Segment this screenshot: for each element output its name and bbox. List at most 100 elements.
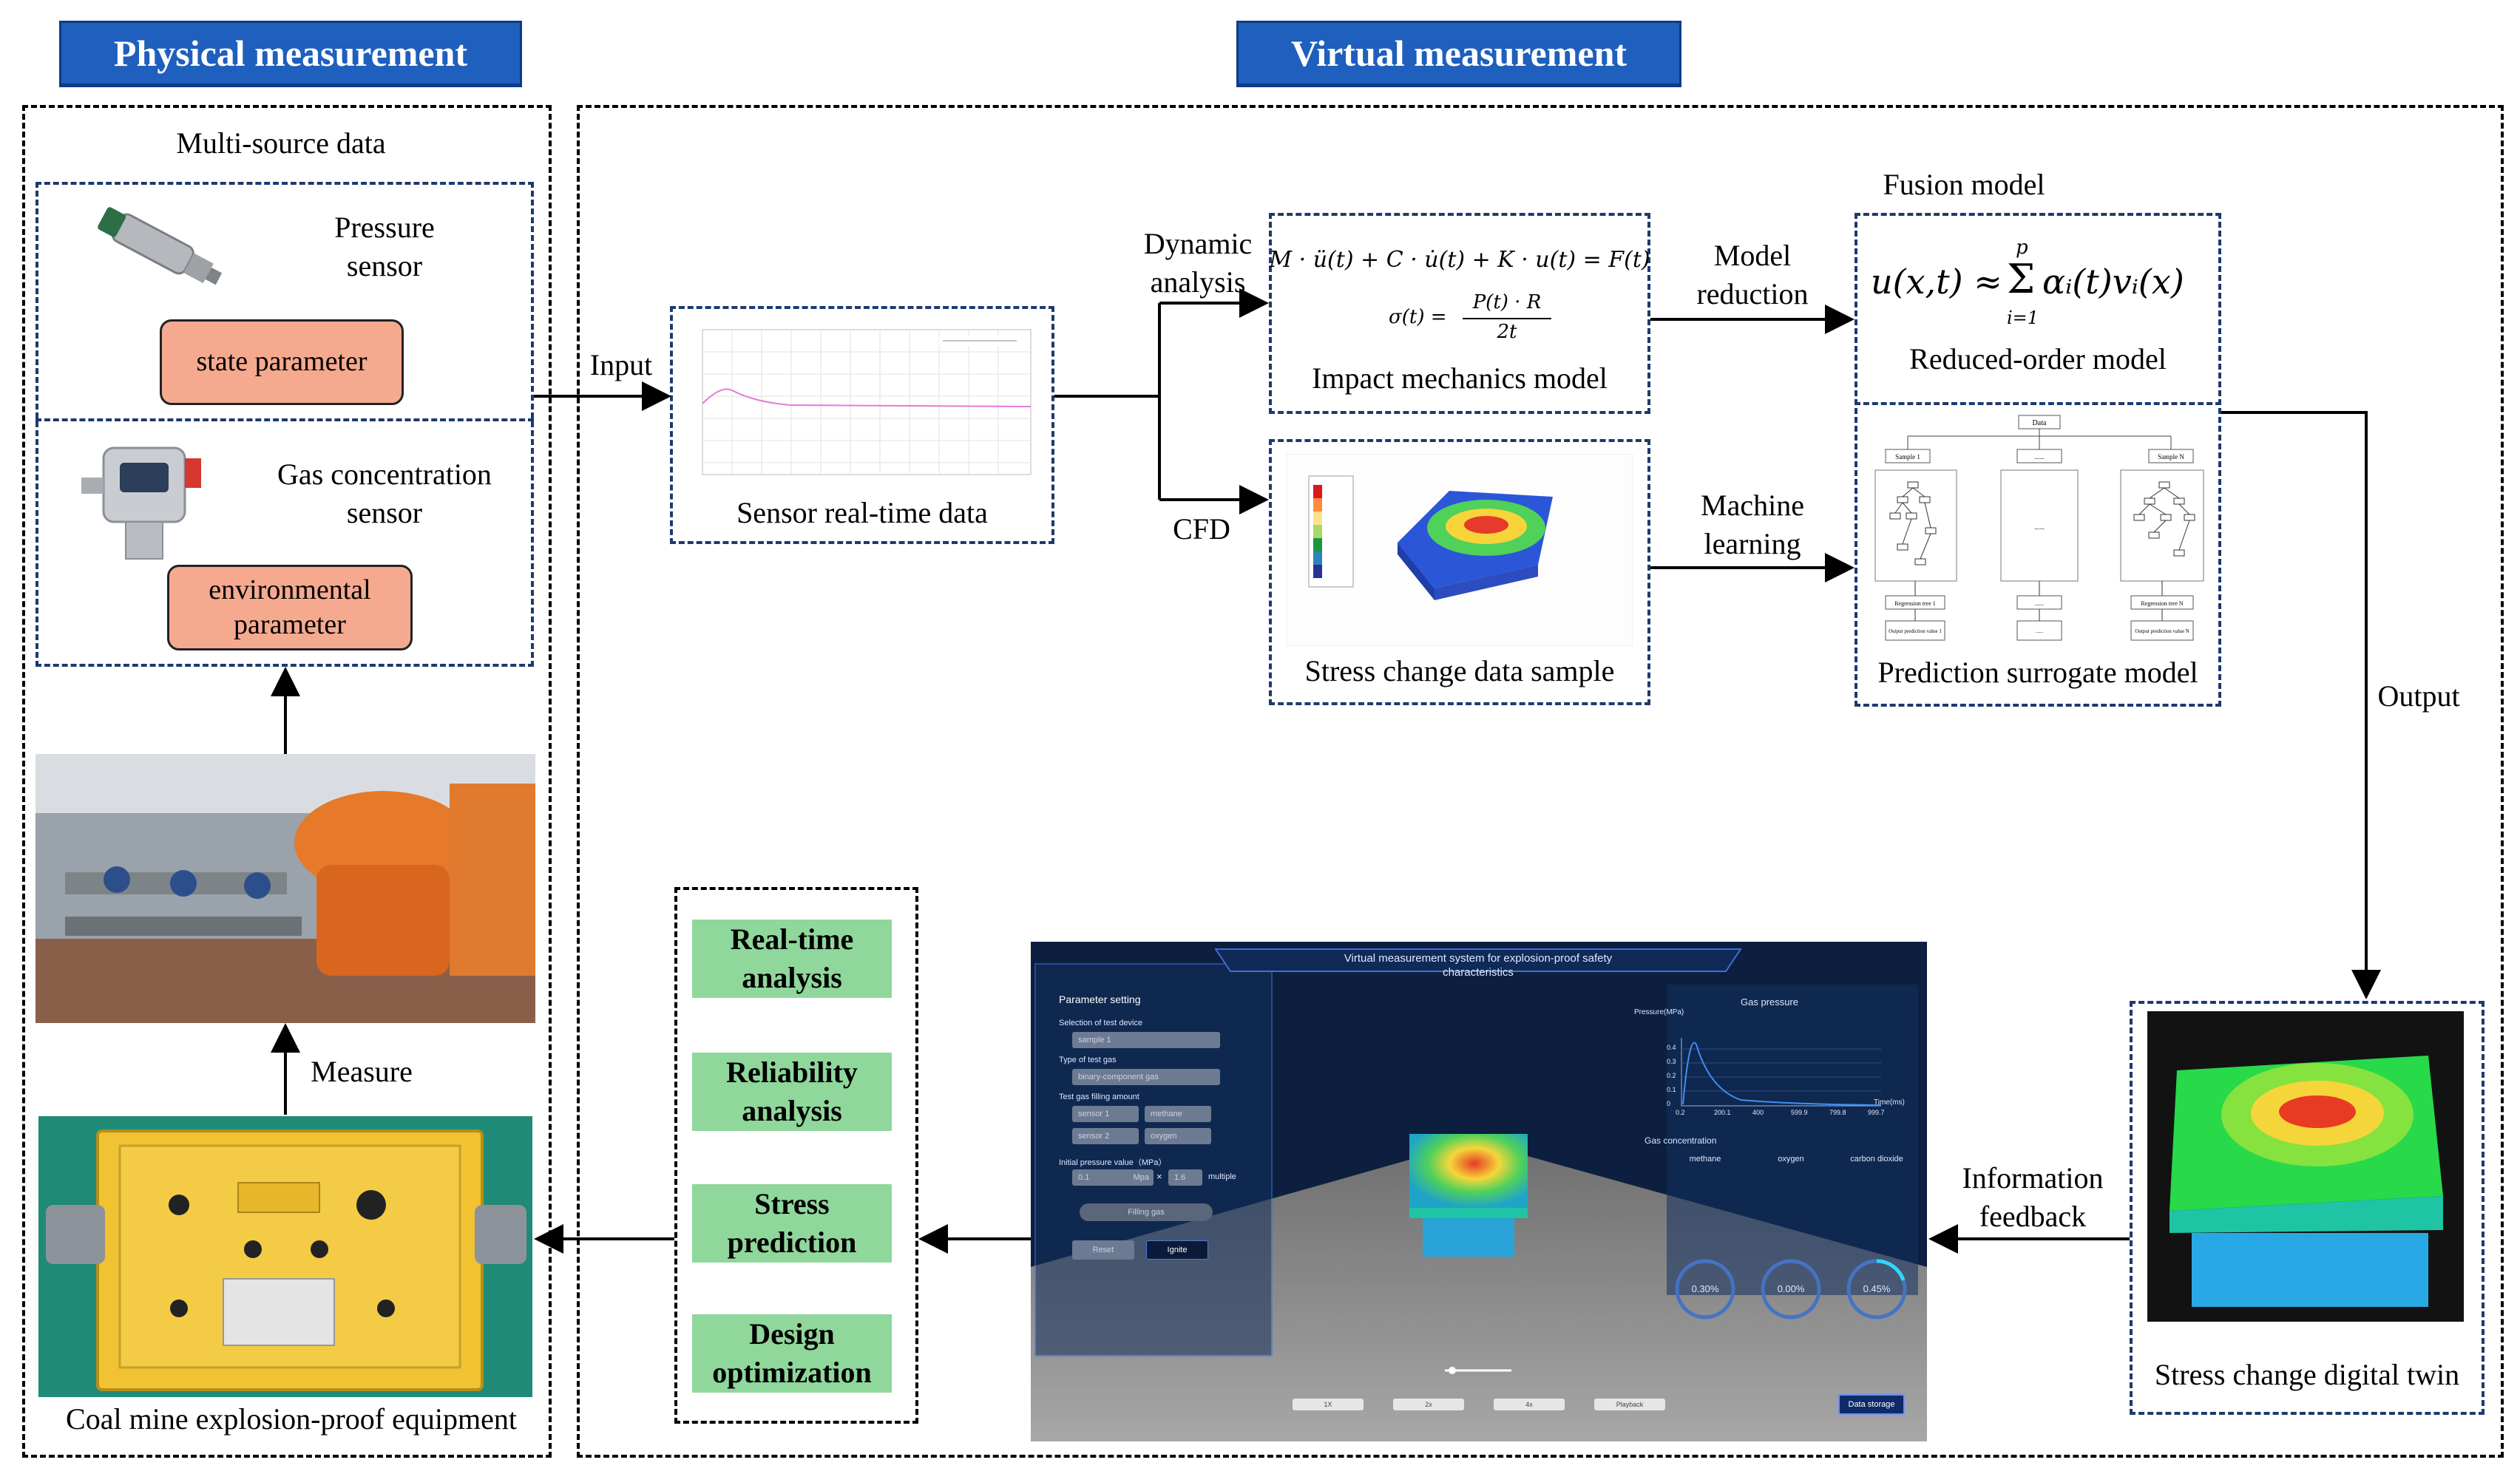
reduced-model-label: Reduced-order model bbox=[1909, 342, 2167, 376]
sensor-data-chart bbox=[688, 322, 1038, 485]
tree-sample-dots: ...... bbox=[2034, 453, 2045, 461]
impact-model-box bbox=[1269, 213, 1650, 414]
ui-playback-button[interactable]: Playback bbox=[1594, 1399, 1665, 1410]
ui-x-tick: 999.7 bbox=[1868, 1109, 1885, 1116]
digital-twin-label: Stress change digital twin bbox=[2154, 1358, 2460, 1391]
ui-multiple-input[interactable]: 1.6 bbox=[1168, 1169, 1202, 1186]
measure-label: Measure bbox=[311, 1055, 413, 1088]
fusion-equation-rhs: αᵢ(t)vᵢ(x) bbox=[2042, 262, 2184, 302]
stress-sample-label: Stress change data sample bbox=[1304, 654, 1615, 687]
ui-gas-concentration-title: Gas concentration bbox=[1645, 1135, 1717, 1146]
ui-oxygen-value: 0.00% bbox=[1777, 1283, 1805, 1294]
multi-source-box bbox=[35, 182, 534, 667]
digital-twin-image bbox=[2147, 1011, 2464, 1322]
sensor-data-box bbox=[670, 306, 1054, 544]
test-rig-photo bbox=[35, 754, 535, 1023]
ui-device-select[interactable]: sample 1 bbox=[1072, 1032, 1220, 1048]
ui-methane-field[interactable]: methane bbox=[1145, 1106, 1211, 1122]
surrogate-model-label: Prediction surrogate model bbox=[1877, 656, 2198, 689]
ui-sensor1-field[interactable]: sensor 1 bbox=[1072, 1106, 1139, 1122]
multi-source-label: Multi-source data bbox=[176, 126, 386, 160]
tree-out-1: Output prediction value 1 bbox=[1889, 628, 1942, 634]
fusion-equation-sup: p bbox=[2016, 237, 2028, 259]
ui-gas-type-select[interactable]: binary-component gas bbox=[1072, 1069, 1220, 1085]
ui-initial-pressure-label: Initial pressure value（MPa） bbox=[1059, 1158, 1167, 1167]
ui-ignite-button[interactable]: Ignite bbox=[1146, 1240, 1208, 1260]
ui-pressure-unit: Mpa bbox=[1133, 1173, 1149, 1182]
dynamic-analysis-label: Dynamic analysis bbox=[1143, 227, 1253, 299]
fusion-divider bbox=[1855, 402, 2221, 405]
equipment-photo bbox=[38, 1116, 532, 1397]
ui-times-sign: × bbox=[1156, 1171, 1162, 1182]
tree-middle-dots: ...... bbox=[2034, 523, 2045, 531]
virtual-measurement-header: Virtual measurement bbox=[1236, 21, 1681, 86]
tree-out-n: Output prediction value N bbox=[2135, 628, 2189, 634]
virtual-panel bbox=[577, 105, 2504, 1458]
ui-param-setting: Parameter setting bbox=[1059, 993, 1141, 1005]
ui-speed-4x-button[interactable]: 4x bbox=[1494, 1399, 1565, 1410]
stress-sample-image bbox=[1286, 453, 1633, 647]
tree-root-label: Data bbox=[2033, 419, 2047, 427]
ui-speed-1x-button[interactable]: 1X bbox=[1293, 1399, 1364, 1410]
ui-multiple-label: multiple bbox=[1208, 1172, 1236, 1181]
physical-panel bbox=[22, 105, 552, 1458]
tree-sample-1: Sample 1 bbox=[1895, 453, 1920, 461]
ui-data-storage-button[interactable]: Data storage bbox=[1838, 1394, 1905, 1415]
ui-title: Virtual measurement system for explosion… bbox=[1344, 952, 1613, 979]
machine-learning-label: Machine learning bbox=[1701, 489, 1804, 560]
ui-speed-2x-button[interactable]: 2x bbox=[1393, 1399, 1464, 1410]
equation-stress-den: 2t bbox=[1497, 321, 1517, 343]
pressure-sensor-label: Pressure sensor bbox=[334, 211, 435, 282]
ui-sensor2-field[interactable]: sensor 2 bbox=[1072, 1128, 1139, 1144]
fusion-equation-sub: i=1 bbox=[2007, 308, 2039, 328]
impact-model-label: Impact mechanics model bbox=[1312, 361, 1608, 395]
app-realtime-analysis: Real-time analysis bbox=[692, 920, 892, 998]
ui-oxygen-field[interactable]: oxygen bbox=[1145, 1128, 1211, 1144]
ui-conc-oxygen-label: oxygen bbox=[1778, 1155, 1804, 1163]
ui-filling-amount-label: Test gas filling amount bbox=[1059, 1093, 1139, 1101]
equipment-label: Coal mine explosion-proof equipment bbox=[66, 1402, 517, 1436]
multi-source-divider bbox=[35, 418, 534, 421]
ui-pressure-value: 0.1 bbox=[1078, 1173, 1090, 1182]
fusion-equation-lhs: u(x,t) ≈ bbox=[1871, 262, 2002, 302]
ui-conc-methane-label: methane bbox=[1689, 1155, 1721, 1163]
ui-select-device-label: Selection of test device bbox=[1059, 1019, 1143, 1027]
ui-x-tick: 400 bbox=[1752, 1109, 1764, 1116]
tree-sample-n: Sample N bbox=[2158, 453, 2184, 461]
ui-pressure-axis-label: Pressure(MPa) bbox=[1634, 1008, 1684, 1016]
app-design-optimization: Design optimization bbox=[692, 1314, 892, 1393]
equation-motion: M · ü(t) + C · u̇(t) + K · u(t) = F(t) bbox=[1269, 247, 1650, 273]
ui-x-tick: 799.8 bbox=[1829, 1109, 1846, 1116]
ui-filling-gas-button[interactable]: Filling gas bbox=[1080, 1203, 1213, 1221]
ui-x-tick: 200.1 bbox=[1714, 1109, 1731, 1116]
sensor-data-label: Sensor real-time data bbox=[736, 496, 988, 529]
ui-y-tick: 0 bbox=[1667, 1100, 1671, 1107]
ui-pressure-input[interactable]: 0.1 Mpa bbox=[1072, 1169, 1154, 1186]
app-stress-prediction: Stress prediction bbox=[692, 1184, 892, 1263]
ui-conc-co2-label: carbon dioxide bbox=[1850, 1155, 1903, 1163]
digital-twin-box bbox=[2130, 1001, 2485, 1415]
output-label: Output bbox=[2377, 679, 2460, 713]
input-label: Input bbox=[589, 348, 653, 381]
ui-gas-type-label: Type of test gas bbox=[1059, 1056, 1117, 1064]
applications-box bbox=[674, 887, 918, 1424]
ui-x-tick: 0.2 bbox=[1676, 1109, 1685, 1116]
equation-stress: σ(t) = P(t) · R 2t bbox=[1375, 290, 1597, 349]
tree-out-dots: ...... bbox=[2036, 628, 2044, 634]
virtual-ui-screenshot: Virtual measurement system for explosion… bbox=[1031, 942, 1927, 1441]
ui-reset-button[interactable]: Reset bbox=[1072, 1240, 1134, 1260]
cfd-label: CFD bbox=[1173, 512, 1230, 546]
tree-reg-n: Regression tree N bbox=[2141, 600, 2184, 607]
fusion-model-box bbox=[1855, 213, 2221, 707]
gas-sensor-image bbox=[74, 426, 222, 566]
fusion-model-label: Fusion model bbox=[1883, 168, 2045, 201]
gas-sensor-label: Gas concentration sensor bbox=[277, 458, 492, 529]
pressure-sensor-image bbox=[89, 194, 237, 305]
regression-forest-diagram: Data Sample 1 ...... Sample N ...... Reg… bbox=[1871, 411, 2208, 655]
equation-stress-lhs: σ(t) = bbox=[1389, 306, 1447, 328]
equation-stress-bar bbox=[1463, 318, 1551, 319]
ui-methane-value: 0.30% bbox=[1691, 1283, 1719, 1294]
physical-measurement-header: Physical measurement bbox=[59, 21, 522, 86]
ui-x-tick: 599.9 bbox=[1791, 1109, 1808, 1116]
